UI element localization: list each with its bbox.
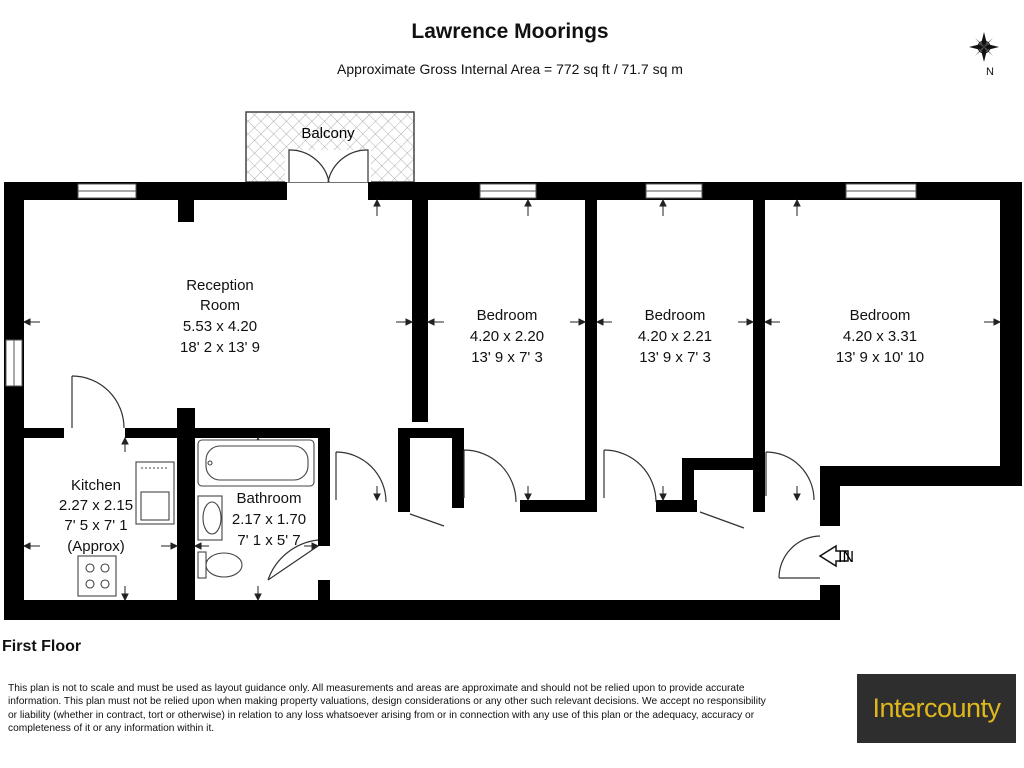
svg-text:Bathroom: Bathroom — [236, 490, 301, 507]
bathroom-label: Bathroom 2.17 x 1.70 7' 1 x 5' 7 — [232, 490, 306, 549]
svg-text:Bedroom: Bedroom — [477, 307, 538, 324]
svg-text:(Approx): (Approx) — [67, 538, 125, 555]
svg-text:Bedroom: Bedroom — [645, 307, 706, 324]
svg-text:13' 9 x 10' 10: 13' 9 x 10' 10 — [836, 349, 924, 366]
svg-text:7' 5 x 7' 1: 7' 5 x 7' 1 — [64, 517, 127, 534]
svg-text:13' 9 x 7' 3: 13' 9 x 7' 3 — [639, 349, 711, 366]
sink-icon — [197, 495, 223, 541]
plan-area-subtitle: Approximate Gross Internal Area = 772 sq… — [337, 61, 683, 77]
windows — [5, 183, 917, 387]
svg-text:4.20 x 2.20: 4.20 x 2.20 — [470, 328, 544, 345]
kitchen-sink-icon — [135, 461, 175, 525]
bath-icon — [197, 439, 315, 487]
kitchen-label: Kitchen 2.27 x 2.15 7' 5 x 7' 1 (Approx) — [59, 477, 133, 555]
entrance-arrow-icon — [818, 544, 849, 568]
compass-north-label: N — [986, 66, 994, 78]
dimension-arrows — [22, 198, 1002, 602]
bedroom-1-label: Bedroom 4.20 x 2.20 13' 9 x 7' 3 — [470, 307, 544, 366]
svg-text:5.53 x 4.20: 5.53 x 4.20 — [183, 318, 257, 335]
disclaimer-text: This plan is not to scale and must be us… — [8, 683, 766, 735]
intercounty-logo: Intercounty — [857, 674, 1016, 743]
compass-icon — [969, 32, 999, 62]
plan-title: Lawrence Moorings — [411, 20, 609, 43]
bedroom-2-label: Bedroom 4.20 x 2.21 13' 9 x 7' 3 — [638, 307, 712, 366]
svg-text:18' 2 x 13' 9: 18' 2 x 13' 9 — [180, 339, 260, 356]
floor-label: First Floor — [2, 638, 82, 655]
bedroom-3-label: Bedroom 4.20 x 3.31 13' 9 x 10' 10 — [836, 307, 924, 366]
toilet-icon — [197, 551, 243, 579]
fixtures — [77, 439, 315, 597]
hob-icon — [77, 555, 117, 597]
svg-text:4.20 x 2.21: 4.20 x 2.21 — [638, 328, 712, 345]
balcony: Balcony — [245, 111, 415, 183]
svg-text:13' 9 x 7' 3: 13' 9 x 7' 3 — [471, 349, 543, 366]
floor-plan: Balcony — [4, 111, 1022, 620]
svg-text:4.20 x 3.31: 4.20 x 3.31 — [843, 328, 917, 345]
logo-text: Intercounty — [872, 693, 1001, 723]
svg-text:Room: Room — [200, 297, 240, 314]
reception-room-label: Reception Room 5.53 x 4.20 18' 2 x 13' 9 — [180, 277, 260, 356]
svg-text:Kitchen: Kitchen — [71, 477, 121, 494]
entrance-label: IN — [838, 549, 854, 566]
svg-text:7' 1 x 5' 7: 7' 1 x 5' 7 — [237, 532, 300, 549]
walls — [4, 182, 1022, 620]
svg-text:2.17 x 1.70: 2.17 x 1.70 — [232, 511, 306, 528]
svg-text:2.27 x 2.15: 2.27 x 2.15 — [59, 497, 133, 514]
svg-text:Bedroom: Bedroom — [850, 307, 911, 324]
doors — [71, 375, 821, 581]
balcony-label: Balcony — [301, 125, 355, 142]
svg-text:Reception: Reception — [186, 277, 254, 294]
balcony-doors — [288, 149, 369, 183]
